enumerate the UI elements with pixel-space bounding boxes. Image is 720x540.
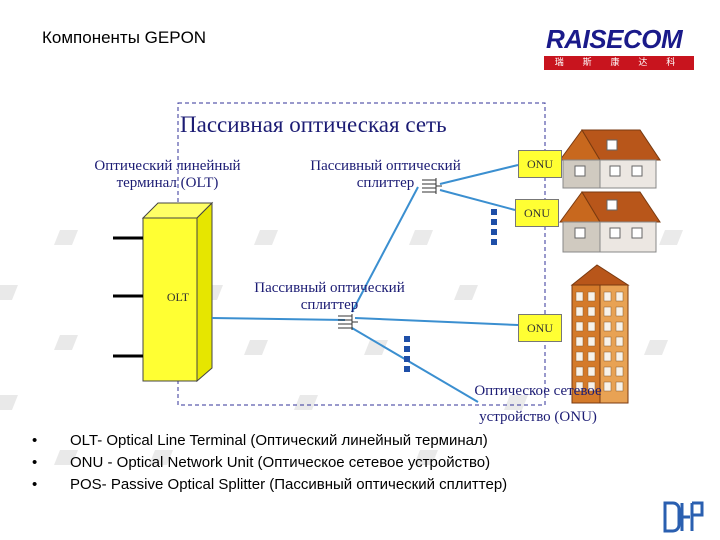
list-item: • ONU - Optical Network Unit (Оптическое …	[30, 452, 507, 474]
more-ports-dots-1	[491, 209, 497, 245]
onu-device-label-line-2: устройство (ONU)	[479, 409, 597, 425]
onu-box-1: ONU	[518, 150, 562, 178]
logo-wordmark: RAISECOM	[546, 24, 683, 54]
bullet-icon: •	[32, 476, 38, 493]
olt-device	[113, 201, 214, 383]
house-icon-1	[559, 129, 661, 189]
splitter-2-label-line-2: сплиттер	[300, 297, 359, 313]
corner-logo-mark	[663, 501, 704, 533]
olt-label: Оптический линейный терминал (OLT)	[60, 158, 275, 192]
splitter-1-label-line-2: сплиттер	[356, 175, 415, 191]
olt-box-label: OLT	[166, 290, 190, 304]
raisecom-logo: RAISECOM 瑞 斯 康 达 科 技	[530, 22, 700, 82]
fiber-lines	[211, 164, 519, 403]
olt-label-line-1: Оптический линейный	[94, 158, 241, 174]
splitter-icon-2	[338, 314, 358, 330]
bullet-icon: •	[32, 454, 38, 471]
splitter-1-label-line-1: Пассивный оптический	[310, 158, 461, 174]
network-title: Пассивная оптическая сеть	[180, 112, 447, 137]
onu-device-label-line-1: Оптическое сетевое	[474, 383, 602, 399]
splitter-1-label: Пассивный оптический сплиттер	[288, 158, 483, 192]
onu-device-label: Оптическое сетевое устройство (ONU)	[438, 378, 638, 430]
logo-subtitle: 瑞 斯 康 达 科 技	[544, 56, 694, 82]
page-title: Компоненты GEPON	[42, 28, 207, 47]
onu-box-2: ONU	[515, 199, 559, 227]
bullet-text-olt: OLT- Optical Line Terminal (Оптический л…	[70, 432, 488, 449]
more-ports-dots-2	[404, 336, 410, 372]
splitter-2-label: Пассивный оптический сплиттер	[232, 280, 427, 314]
house-icon-2	[559, 191, 661, 253]
list-item: • OLT- Optical Line Terminal (Оптический …	[30, 430, 507, 452]
office-building-icon	[570, 264, 630, 404]
splitter-2-label-line-1: Пассивный оптический	[254, 280, 405, 296]
list-item: • POS- Passive Optical Splitter (Пассивны…	[30, 474, 507, 496]
splitter-icon-1	[422, 178, 442, 194]
bullet-icon: •	[32, 432, 38, 449]
olt-label-line-2: терминал (OLT)	[116, 175, 219, 191]
bullet-text-pos: POS- Passive Optical Splitter (Пассивный…	[70, 476, 508, 493]
bullet-text-onu: ONU - Optical Network Unit (Оптическое с…	[70, 454, 491, 471]
onu-box-3: ONU	[518, 314, 562, 342]
network-boundary	[177, 102, 546, 406]
definitions-list: • OLT- Optical Line Terminal (Оптический …	[30, 430, 507, 496]
